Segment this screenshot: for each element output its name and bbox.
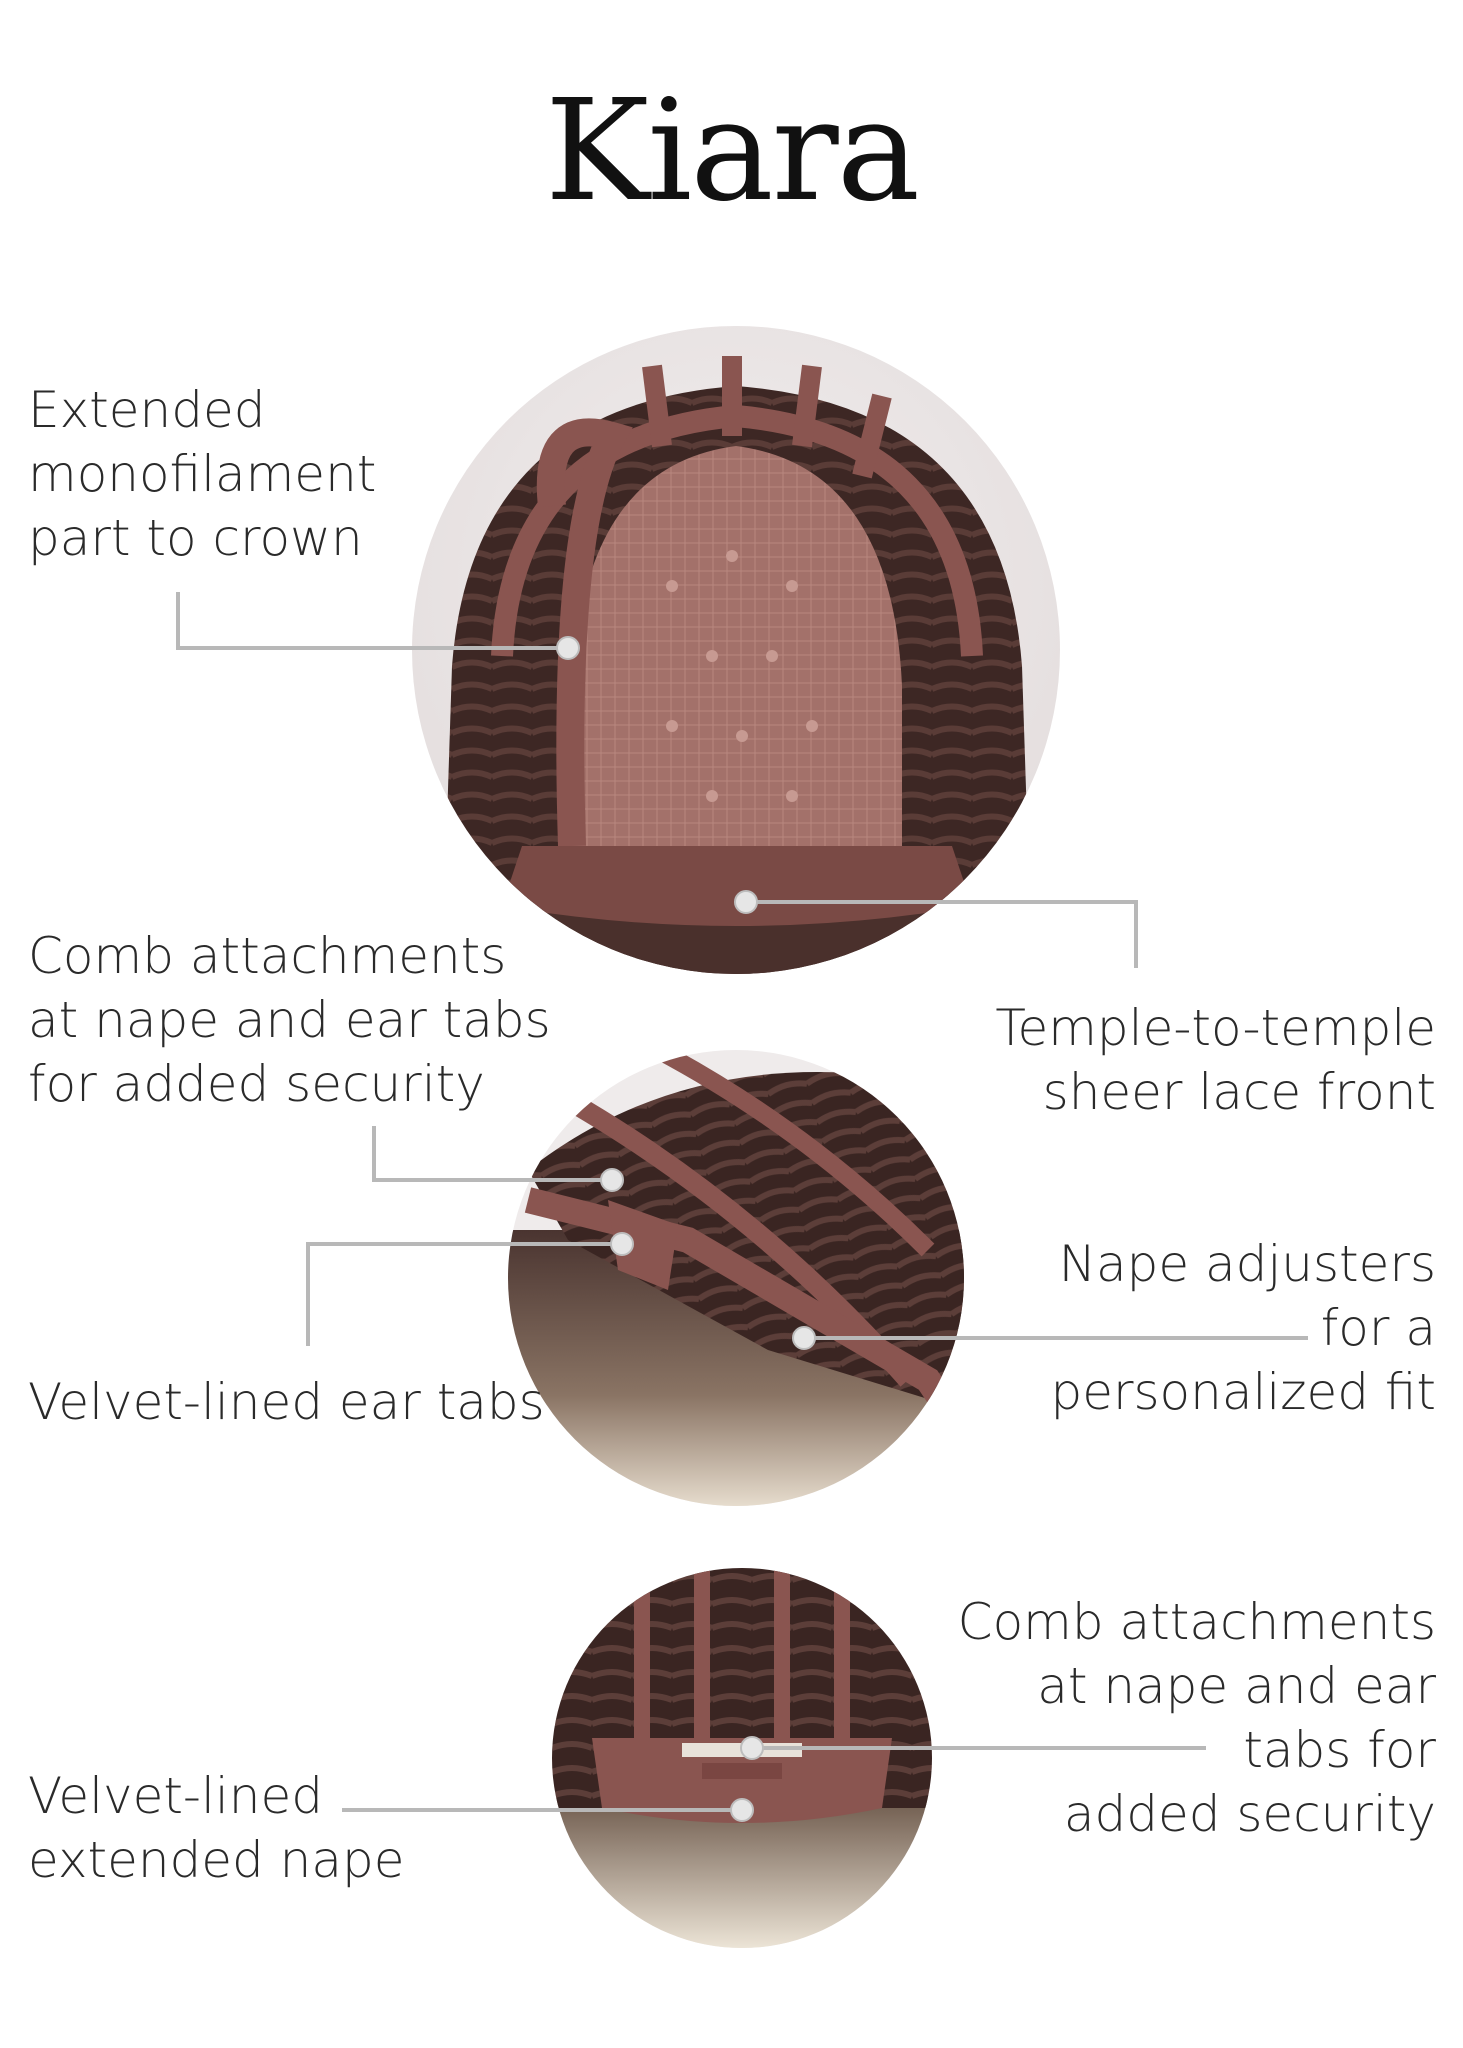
product-title: Kiara [544, 70, 920, 233]
label-ear-tabs: Velvet-lined ear tabs [28, 1373, 545, 1431]
label-nape-adjusters: Nape adjusters for a personalized fit [1050, 1235, 1436, 1421]
ear-tab-illustration [508, 1050, 964, 1506]
cap-top-photo [412, 326, 1060, 974]
nape-photo [552, 1568, 932, 1948]
label-temple: Temple-to-temple sheer lace front [995, 999, 1436, 1121]
ear-tab-photo [508, 1050, 964, 1506]
label-mono-part: Extended monofilament part to crown [28, 381, 377, 567]
label-velvet-nape: Velvet-lined extended nape [28, 1767, 405, 1889]
label-comb-bottom: Comb attachments at nape and ear tabs fo… [957, 1593, 1436, 1843]
nape-illustration [552, 1568, 932, 1948]
label-comb-top: Comb attachments at nape and ear tabs fo… [28, 927, 551, 1113]
cap-top-illustration [412, 326, 1060, 974]
